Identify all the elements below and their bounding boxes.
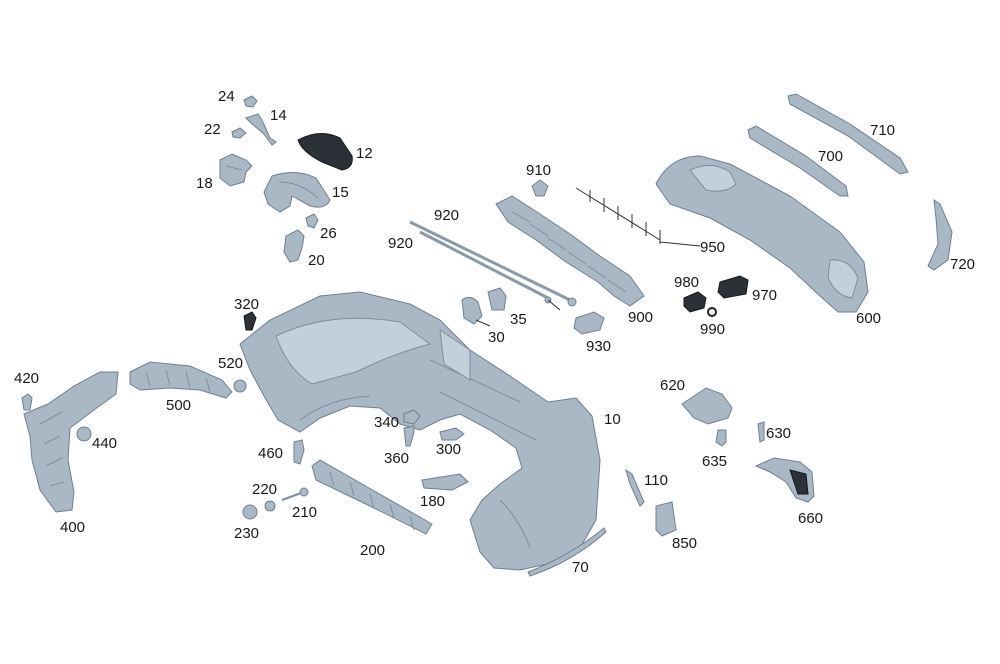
part-22[interactable] — [231, 127, 247, 139]
part-910[interactable] — [531, 179, 549, 197]
part-930[interactable] — [573, 311, 605, 335]
callout-230: 230 — [234, 525, 259, 542]
callout-900: 900 — [628, 309, 653, 326]
callout-180: 180 — [420, 493, 445, 510]
part-440[interactable] — [76, 426, 92, 442]
part-520[interactable] — [233, 379, 247, 393]
callout-26: 26 — [320, 225, 337, 242]
part-340[interactable] — [403, 409, 421, 425]
callout-30: 30 — [488, 329, 505, 346]
part-460[interactable] — [293, 439, 305, 465]
part-420[interactable] — [21, 393, 33, 411]
callout-635: 635 — [702, 453, 727, 470]
callout-520: 520 — [218, 355, 243, 372]
callout-340: 340 — [374, 414, 399, 431]
callout-320: 320 — [234, 296, 259, 313]
bracket-900[interactable] — [495, 195, 645, 307]
trim-700[interactable] — [747, 125, 849, 197]
callout-660: 660 — [798, 510, 823, 527]
antenna-950[interactable] — [575, 187, 701, 247]
callout-10: 10 — [604, 411, 621, 428]
callout-18: 18 — [196, 175, 213, 192]
callout-210: 210 — [292, 504, 317, 521]
part-320[interactable] — [243, 311, 257, 331]
part-620[interactable] — [681, 387, 733, 425]
bumper-cover-10[interactable] — [239, 291, 601, 571]
callout-920b: 920 — [388, 235, 413, 252]
part-18[interactable] — [219, 153, 253, 187]
callout-600: 600 — [856, 310, 881, 327]
callout-500: 500 — [166, 397, 191, 414]
bracket-500[interactable] — [129, 361, 233, 399]
part-220[interactable] — [264, 500, 276, 512]
callout-15: 15 — [332, 184, 349, 201]
callout-300: 300 — [436, 441, 461, 458]
callout-200: 200 — [360, 542, 385, 559]
callout-630: 630 — [766, 425, 791, 442]
callout-labels: 24 14 22 12 18 15 26 20 910 920 920 950 710 700 720 600… — [14, 88, 975, 576]
callout-720: 720 — [950, 256, 975, 273]
trim-710[interactable] — [787, 93, 909, 175]
callout-110: 110 — [644, 472, 668, 489]
callout-20: 20 — [308, 252, 325, 269]
callout-12: 12 — [356, 145, 373, 162]
part-850[interactable] — [655, 501, 677, 537]
callout-950: 950 — [700, 239, 725, 256]
callout-460: 460 — [258, 445, 283, 462]
part-30[interactable] — [461, 296, 491, 327]
diffuser-600[interactable] — [655, 155, 869, 313]
part-630[interactable] — [757, 421, 765, 443]
part-635[interactable] — [715, 429, 727, 447]
callout-850: 850 — [672, 535, 697, 552]
part-180[interactable] — [421, 473, 469, 491]
part-230[interactable] — [242, 504, 258, 520]
part-15[interactable] — [263, 172, 331, 213]
bracket-200[interactable] — [311, 459, 433, 535]
part-660[interactable] — [754, 457, 815, 503]
callout-970: 970 — [752, 287, 777, 304]
part-210[interactable] — [281, 487, 309, 501]
callout-910: 910 — [526, 162, 551, 179]
part-14[interactable] — [245, 113, 277, 146]
callout-980: 980 — [674, 274, 699, 291]
strip-70[interactable] — [527, 527, 607, 577]
part-110[interactable] — [625, 468, 645, 507]
part-20[interactable] — [283, 229, 305, 263]
callout-620: 620 — [660, 377, 685, 394]
callout-440: 440 — [92, 435, 117, 452]
part-990[interactable] — [707, 307, 717, 317]
callout-35: 35 — [510, 311, 527, 328]
rod-920-upper[interactable] — [409, 220, 577, 307]
part-360[interactable] — [403, 425, 415, 447]
callout-930: 930 — [586, 338, 611, 355]
callout-14: 14 — [270, 107, 287, 124]
callout-710: 710 — [870, 122, 895, 139]
bracket-400[interactable] — [23, 371, 119, 513]
rod-920-lower[interactable] — [419, 230, 561, 311]
part-35[interactable] — [487, 287, 507, 311]
part-970[interactable] — [717, 275, 749, 299]
callout-400: 400 — [60, 519, 85, 536]
callout-360: 360 — [384, 450, 409, 467]
callout-220: 220 — [252, 481, 277, 498]
part-24[interactable] — [243, 95, 258, 108]
callout-70: 70 — [572, 559, 589, 576]
part-980[interactable] — [683, 291, 707, 313]
callout-420: 420 — [14, 370, 39, 387]
callout-24: 24 — [218, 88, 235, 105]
callout-920a: 920 — [434, 207, 459, 224]
part-300[interactable] — [439, 427, 465, 441]
callout-22: 22 — [204, 121, 221, 138]
trim-720[interactable] — [927, 198, 953, 271]
part-26[interactable] — [305, 213, 319, 229]
callout-700: 700 — [818, 148, 843, 165]
callout-990: 990 — [700, 321, 725, 338]
part-12[interactable] — [297, 133, 353, 171]
